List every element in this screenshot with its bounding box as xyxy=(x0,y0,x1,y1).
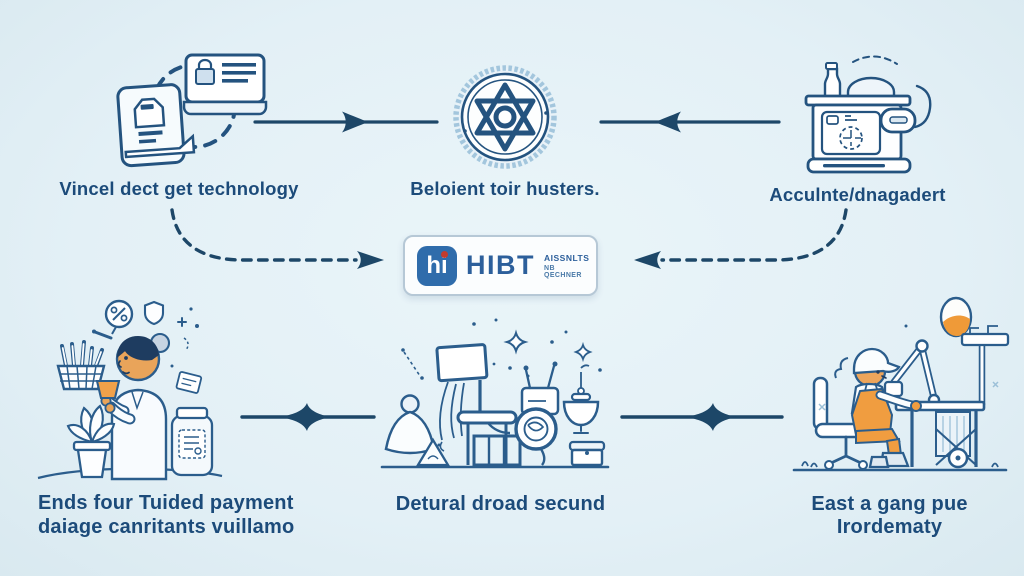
step-label-payment-line2: daiage canritants vuillamo xyxy=(38,516,295,538)
logo-red-dot-icon xyxy=(441,250,448,258)
step-label-droad: Detural droad secund xyxy=(395,493,606,515)
scientist-with-plant-illustration xyxy=(37,299,223,481)
step-label-payment-line1: Ends four Tuided payment xyxy=(38,492,294,514)
hibt-wordmark: HIBT xyxy=(466,250,535,280)
step-label-irordematy: East a gang pue Irordematy xyxy=(811,493,968,538)
step-label-badge: Beloient toir husters. xyxy=(410,178,600,199)
arrow-right-icon xyxy=(253,111,439,133)
step-label-payment: Ends four Tuided payment daiage canritan… xyxy=(38,491,338,539)
dashed-curve-arrow-left-icon xyxy=(170,208,384,269)
hibt-tagline: AISSNLTS NB QECHNER xyxy=(544,253,589,279)
worker-at-robotic-desk-illustration xyxy=(792,296,1010,472)
arrow-left-icon xyxy=(599,111,781,133)
step-label-machine: Acculnte/dnagadert xyxy=(769,184,946,205)
document-lock-cards-icon xyxy=(116,53,268,168)
hibt-logo-mark: hi xyxy=(417,245,457,286)
lab-machines-illustration xyxy=(380,318,610,469)
step-label-technology: Vincel dect get technology xyxy=(59,178,299,199)
analyzer-machine-icon xyxy=(804,55,932,174)
dashed-curve-arrow-right-icon xyxy=(634,208,848,269)
certification-badge-star-icon xyxy=(453,65,557,169)
arrow-right-icon xyxy=(240,403,376,431)
hibt-tagline-line2: NB QECHNER xyxy=(544,264,582,279)
hibt-mark-text: hi xyxy=(426,251,448,279)
hibt-tagline-line1: AISSNLTS xyxy=(544,252,590,263)
arrow-right-icon xyxy=(620,403,784,431)
hibt-logo-card: hi HIBT AISSNLTS NB QECHNER xyxy=(403,235,598,296)
